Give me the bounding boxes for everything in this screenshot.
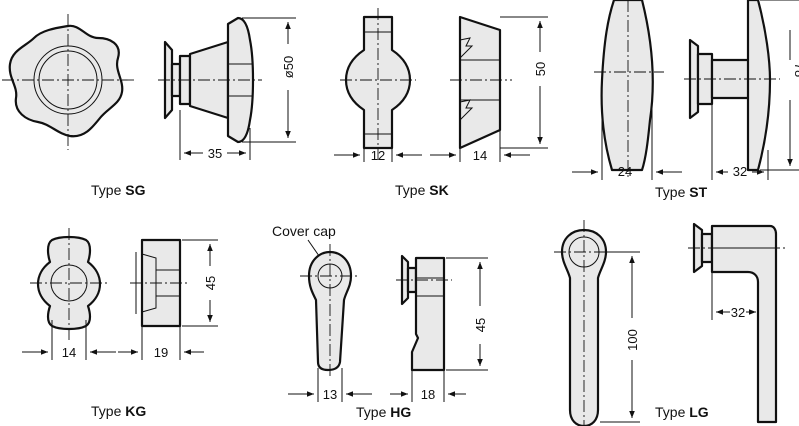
type-sk-drawing: 50 12 14 Type SK bbox=[334, 8, 548, 198]
sg-diameter-dim: ø50 bbox=[281, 56, 296, 78]
hg-height-dim: 45 bbox=[473, 318, 488, 332]
kg-height-dim: 45 bbox=[203, 276, 218, 290]
st-front-view bbox=[600, 0, 654, 172]
st-depth-dim: 32 bbox=[733, 164, 747, 179]
hg-side-view bbox=[396, 254, 452, 372]
sg-length-dim: 35 bbox=[208, 146, 222, 161]
sg-side-view: ø50 35 bbox=[158, 16, 296, 161]
type-st-label: Type ST bbox=[655, 184, 708, 200]
type-sg-drawing: ø50 35 Type SG bbox=[2, 14, 296, 198]
type-hg-label: Type HG bbox=[356, 404, 411, 420]
lg-side-view: 32 bbox=[688, 222, 786, 424]
type-sg-label: Type SG bbox=[91, 182, 146, 198]
type-kg-label: Type KG bbox=[91, 403, 146, 419]
type-st-drawing: 78 24 32 Type ST bbox=[572, 0, 799, 200]
type-hg-drawing: Cover cap 45 13 18 Type HG bbox=[272, 223, 488, 420]
type-sk-label: Type SK bbox=[395, 182, 449, 198]
type-lg-drawing: 100 32 Type LG bbox=[554, 220, 786, 426]
sk-depth-dim: 14 bbox=[473, 148, 487, 163]
hg-width-dim: 13 bbox=[323, 387, 337, 402]
sg-front-view bbox=[8, 24, 124, 138]
kg-width-dim: 14 bbox=[62, 345, 76, 360]
type-lg-label: Type LG bbox=[655, 404, 709, 420]
st-width-dim: 24 bbox=[618, 164, 632, 179]
kg-depth-dim: 19 bbox=[154, 345, 168, 360]
lg-depth-dim: 32 bbox=[731, 305, 745, 320]
type-kg-drawing: 45 14 19 Type KG bbox=[22, 228, 218, 419]
lg-height-dim: 100 bbox=[625, 329, 640, 351]
sk-side-view bbox=[458, 15, 502, 150]
hg-depth-dim: 18 bbox=[421, 387, 435, 402]
st-height-dim: 78 bbox=[792, 63, 799, 77]
sk-height-dim: 50 bbox=[533, 62, 548, 76]
st-side-view: 78 bbox=[684, 0, 799, 172]
sk-width-dim: 12 bbox=[371, 148, 385, 163]
hg-cover-cap-callout: Cover cap bbox=[272, 223, 336, 239]
